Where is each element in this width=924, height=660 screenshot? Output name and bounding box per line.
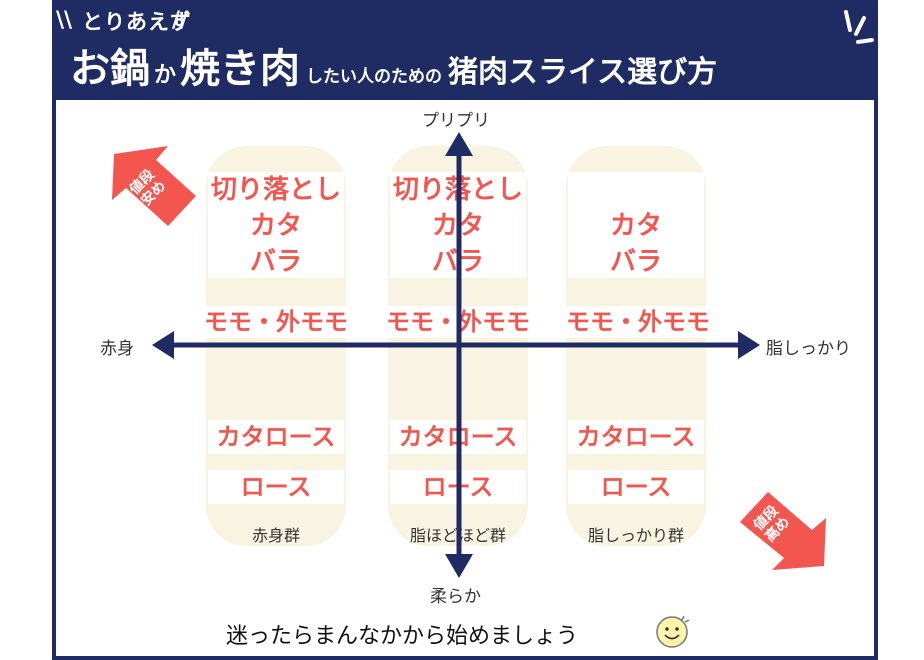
cut-kataroosu: カタロース xyxy=(208,420,344,454)
title-nabe: お鍋 xyxy=(70,46,150,92)
cut-kataroosu: カタロース xyxy=(568,420,704,454)
cut-momo: モモ・外モモ xyxy=(196,306,356,338)
cut-bara: バラ xyxy=(249,247,302,277)
cut-roosu: ロース xyxy=(568,470,704,504)
title-ka: か xyxy=(154,63,177,88)
title-main: 猪肉スライス選び方 xyxy=(448,55,718,90)
axis-label-right: 脂しっかり xyxy=(766,339,851,359)
cut-kata: カタ xyxy=(249,211,302,241)
decor-slash-right: // xyxy=(172,8,189,33)
page-title: お鍋 か 焼き肉 したい人のための 猪肉スライス選び方 xyxy=(70,36,717,96)
footer-message: 迷ったらまんなかから始めましょう xyxy=(226,624,579,649)
cut-kata: カタ xyxy=(609,211,662,241)
axis-label-top: プリプリ xyxy=(422,111,490,131)
cut-momo: モモ・外モモ xyxy=(378,306,538,338)
axis-label-left: 赤身 xyxy=(100,339,134,359)
title-yakiniku: 焼き肉 xyxy=(180,46,301,92)
column-lean-name: 赤身群 xyxy=(251,526,300,545)
cut-kata: カタ xyxy=(431,211,484,241)
cut-roosu: ロース xyxy=(208,470,344,504)
axis-label-bottom: 柔らか xyxy=(430,587,481,607)
decor-slash-left: \\ xyxy=(56,8,73,33)
column-medium-name: 脂ほどほど群 xyxy=(409,526,506,545)
column-lean-top-cuts: 切り落とし カタ バラ xyxy=(208,172,344,278)
cut-kiriotoshi: 切り落とし xyxy=(392,175,523,205)
cut-kataroosu: カタロース xyxy=(390,420,526,454)
column-medium-top-cuts: 切り落とし カタ バラ xyxy=(390,172,526,278)
cut-momo: モモ・外モモ xyxy=(558,306,718,338)
smiley-thumbs-up-icon xyxy=(656,615,690,648)
column-fatty-top-cuts: カタ バラ xyxy=(568,172,704,278)
title-for-people: したい人のための xyxy=(306,67,443,87)
header-kicker: とりあえず xyxy=(82,10,192,34)
cut-empty xyxy=(568,172,704,208)
cut-kiriotoshi: 切り落とし xyxy=(210,175,341,205)
emphasis-lines-icon xyxy=(844,10,874,44)
cut-bara: バラ xyxy=(431,247,484,277)
column-fatty-name: 脂しっかり群 xyxy=(587,526,684,545)
cut-roosu: ロース xyxy=(390,470,526,504)
cut-bara: バラ xyxy=(609,247,662,277)
